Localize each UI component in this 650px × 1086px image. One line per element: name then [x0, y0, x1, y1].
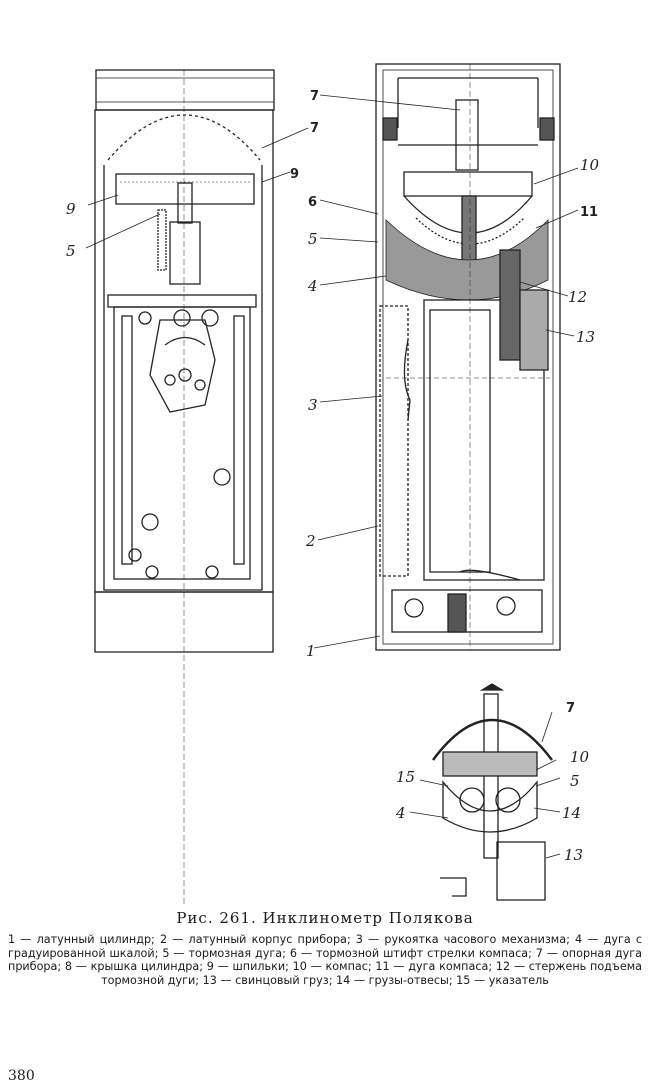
section-view-drawing	[375, 63, 561, 651]
detail-view-drawing	[409, 683, 561, 901]
left-view-drawing	[94, 69, 275, 905]
detail-label-10: 10	[570, 748, 590, 766]
center-label-3: 3	[308, 396, 318, 414]
center-label-5: 5	[308, 230, 318, 248]
left-label-9b: 9	[290, 167, 299, 182]
center-label-2: 2	[305, 532, 316, 550]
right-label-11: 11	[580, 205, 598, 220]
center-label-4: 4	[307, 277, 318, 295]
detail-label-4: 4	[395, 804, 406, 822]
center-label-1: 1	[306, 642, 316, 660]
detail-label-7: 7	[566, 701, 575, 716]
right-label-12: 12	[568, 288, 587, 306]
figure-caption-title: Рис. 261. Инклинометр Полякова	[176, 909, 474, 927]
detail-label-15: 15	[396, 768, 415, 786]
detail-label-14: 14	[562, 804, 581, 822]
page-number: 380	[8, 1068, 35, 1084]
inclinometer-drawing: 9 5 7 9 7 6 5 4 3 2 1 10 11 12 13 7 10 5…	[66, 63, 600, 905]
right-label-13: 13	[576, 328, 595, 346]
figure-caption-legend: 1 — латунный цилиндр; 2 — латунный корпу…	[8, 933, 642, 987]
center-label-7: 7	[310, 89, 319, 104]
left-label-9a: 9	[66, 200, 76, 218]
right-label-10: 10	[580, 156, 600, 174]
detail-label-13: 13	[564, 846, 583, 864]
center-label-6: 6	[308, 195, 317, 210]
left-label-5: 5	[66, 242, 76, 260]
left-label-7: 7	[310, 121, 319, 136]
detail-label-5: 5	[570, 772, 580, 790]
